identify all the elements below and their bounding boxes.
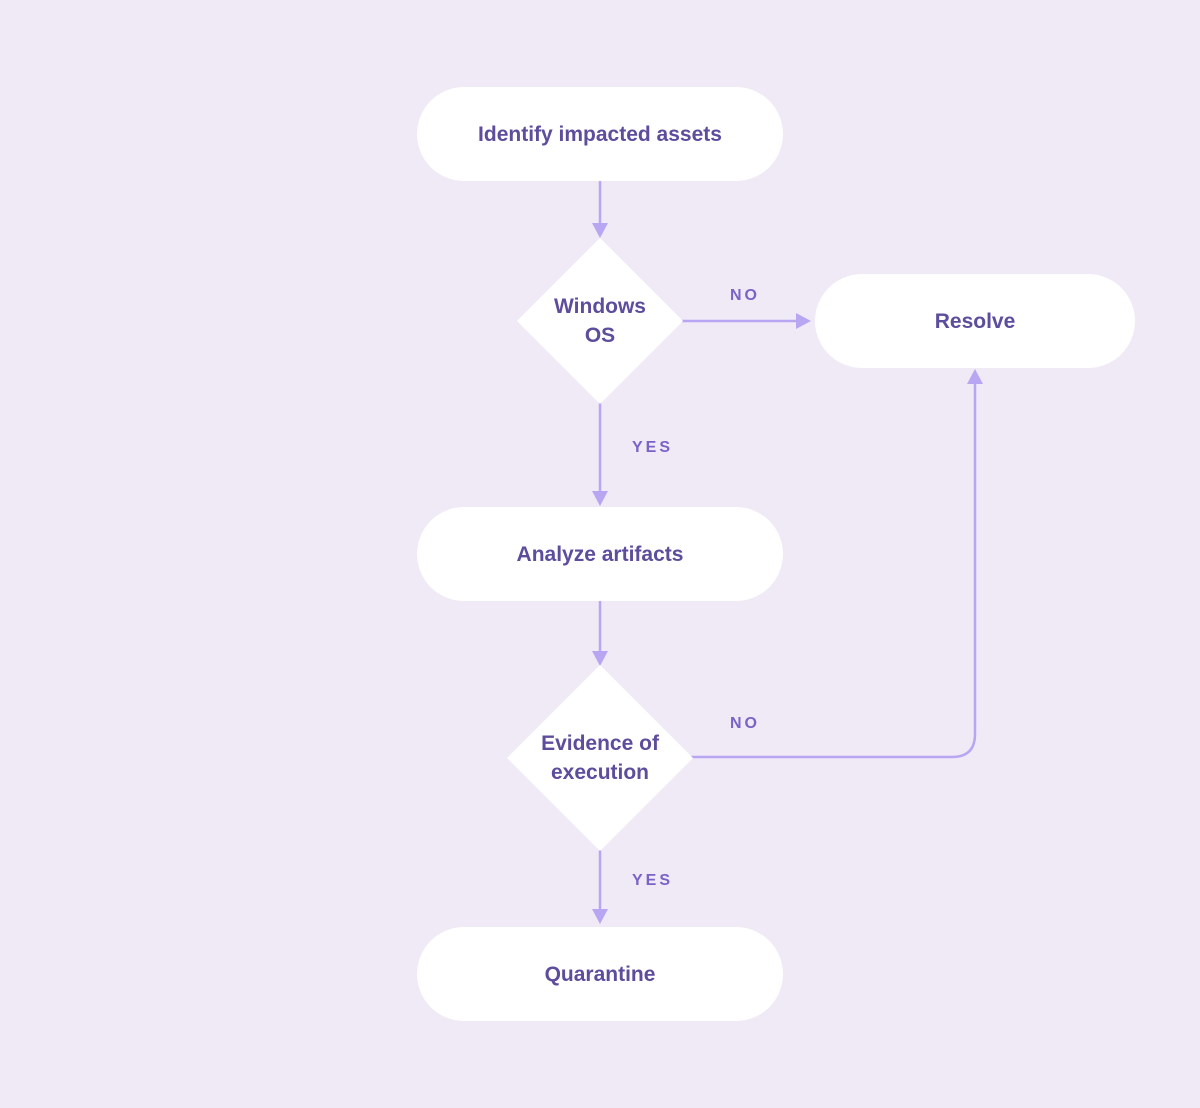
node-identify-impacted-assets: Identify impacted assets <box>417 87 783 181</box>
decision-evidence-line1: Evidence of <box>541 732 659 755</box>
arrowhead-windows-diamond <box>592 223 608 238</box>
node-analyze-artifacts: Analyze artifacts <box>417 507 783 601</box>
edge-label-evidence-no: NO <box>730 715 760 732</box>
arrowhead-resolve-bottom <box>967 369 983 384</box>
node-resolve-label: Resolve <box>934 309 1016 333</box>
decision-windows-os-label: Windows OS <box>554 292 646 350</box>
node-quarantine: Quarantine <box>417 927 783 1021</box>
decision-evidence-of-execution: Evidence of execution <box>507 665 693 851</box>
node-resolve: Resolve <box>815 274 1135 368</box>
node-identify-label: Identify impacted assets <box>478 122 722 146</box>
connector-evidence-to-resolve <box>691 383 977 759</box>
decision-evidence-label: Evidence of execution <box>541 729 659 787</box>
decision-evidence-diamond <box>507 665 693 851</box>
edge-label-windows-no: NO <box>730 287 760 304</box>
node-analyze-label: Analyze artifacts <box>516 542 684 566</box>
arrowhead-analyze <box>592 491 608 506</box>
node-quarantine-label: Quarantine <box>544 962 656 986</box>
edge-label-evidence-yes: YES <box>632 872 674 889</box>
arrowhead-evidence-diamond <box>592 651 608 666</box>
decision-evidence-line2: execution <box>550 761 650 784</box>
arrowhead-resolve-left <box>796 313 811 329</box>
edge-label-windows-yes: YES <box>632 439 674 456</box>
decision-windows-os-diamond <box>517 238 683 404</box>
decision-windows-os-line2: OS <box>584 324 616 347</box>
decision-windows-os: Windows OS <box>517 238 683 404</box>
decision-windows-os-line1: Windows <box>554 295 646 318</box>
arrowhead-quarantine <box>592 909 608 924</box>
